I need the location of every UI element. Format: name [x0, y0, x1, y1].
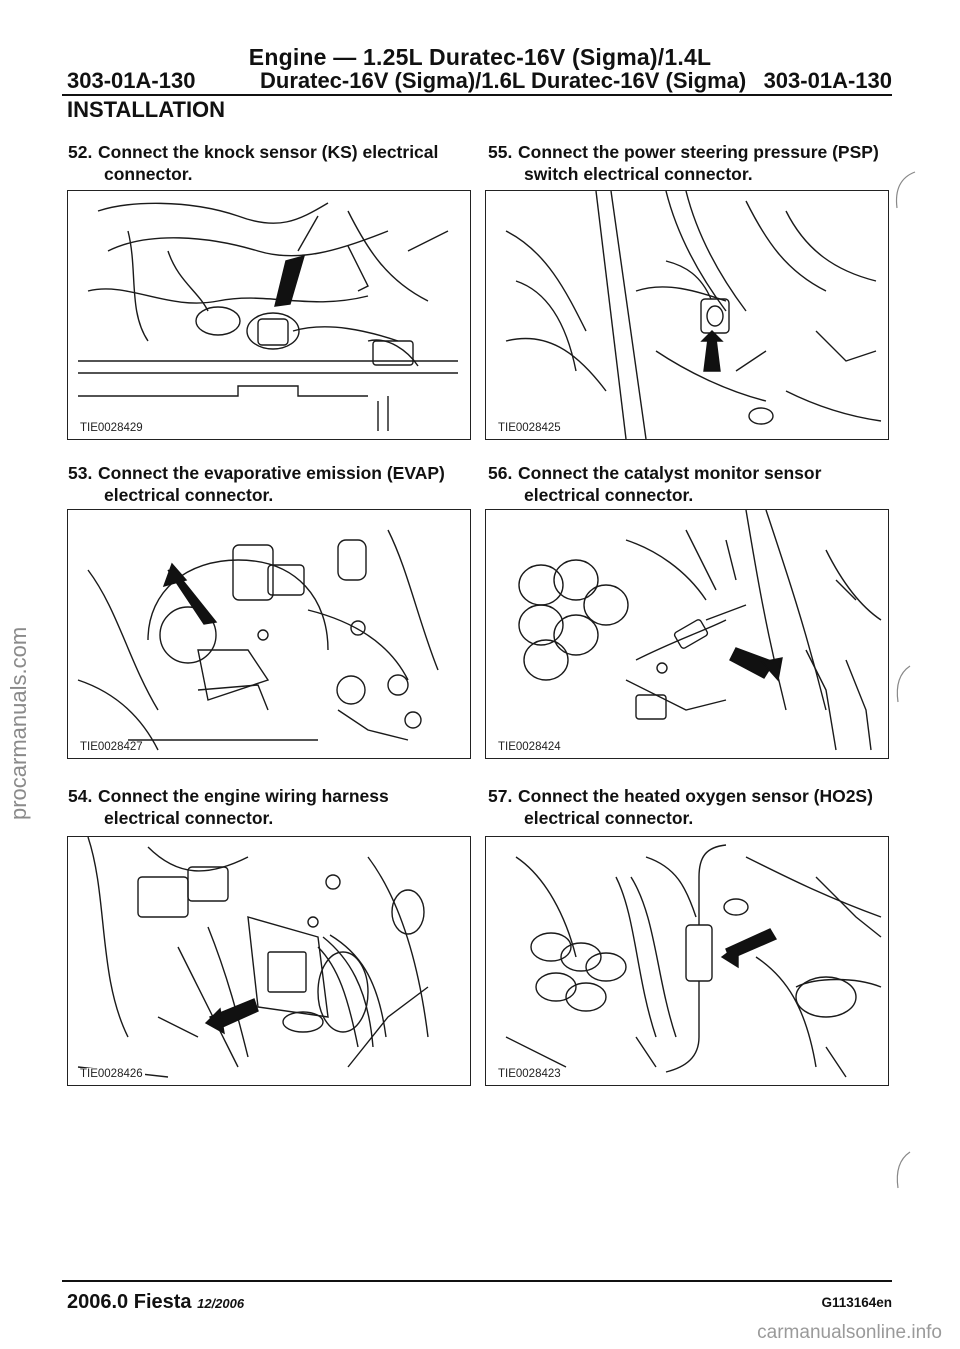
- step-number: 56.: [488, 463, 513, 483]
- step-number: 57.: [488, 786, 513, 806]
- figure-evap-connector: TIE0028427: [67, 509, 471, 759]
- step-text: Connect the catalyst monitor sensor: [518, 463, 822, 483]
- figure-id: TIE0028426: [78, 1068, 145, 1080]
- step-text-continued: electrical connector.: [524, 808, 694, 828]
- figure-id: TIE0028427: [78, 741, 145, 753]
- engine-line-drawing: [77, 837, 429, 1078]
- step-55: 55.Connect the power steering pressure (…: [488, 141, 898, 185]
- step-text: Connect the engine wiring harness: [98, 786, 389, 806]
- step-57: 57.Connect the heated oxygen sensor (HO2…: [488, 785, 898, 829]
- step-text: Connect the heated oxygen sensor (HO2S): [518, 786, 873, 806]
- footer-model-name: 2006.0 Fiesta: [67, 1291, 192, 1313]
- step-text: Connect the knock sensor (KS) electrical: [98, 142, 439, 162]
- figure-catalyst-monitor-sensor-connector: TIE0028424: [485, 509, 889, 759]
- pointer-arrow: [729, 647, 776, 679]
- pointer-arrow: [703, 338, 721, 372]
- scan-artifact-bracket: [896, 1151, 911, 1189]
- step-text: Connect the power steering pressure (PSP…: [518, 142, 879, 162]
- step-54: 54.Connect the engine wiring harness ele…: [68, 785, 478, 829]
- figure-knock-sensor-connector: TIE0028429: [67, 190, 471, 440]
- document-title-line1: Engine — 1.25L Duratec-16V (Sigma)/1.4L: [248, 44, 712, 70]
- figure-id: TIE0028429: [78, 422, 145, 434]
- page-number-right: 303-01A-130: [763, 68, 892, 93]
- step-number: 53.: [68, 463, 93, 483]
- step-text-continued: connector.: [104, 164, 193, 184]
- footer-model: 2006.0 Fiesta 12/2006: [67, 1291, 244, 1314]
- page-number-left: 303-01A-130: [67, 68, 196, 93]
- figure-id: TIE0028424: [496, 741, 563, 753]
- step-text: Connect the evaporative emission (EVAP): [98, 463, 445, 483]
- footer-date: 12/2006: [197, 1296, 245, 1311]
- engine-line-drawing: [518, 510, 882, 751]
- document-header-row: 303-01A-130 Duratec-16V (Sigma)/1.6L Dur…: [0, 68, 960, 96]
- header-divider: [62, 94, 892, 96]
- footer-watermark-site: carmanualsonline.info: [757, 1322, 942, 1343]
- figure-ho2s-connector: TIE0028423: [485, 836, 889, 1086]
- step-52: 52.Connect the knock sensor (KS) electri…: [68, 141, 478, 185]
- step-56: 56.Connect the catalyst monitor sensor e…: [488, 462, 898, 506]
- step-number: 52.: [68, 142, 93, 162]
- figure-id: TIE0028425: [496, 422, 563, 434]
- step-text-continued: electrical connector.: [104, 485, 274, 505]
- document-title-line2: Duratec-16V (Sigma)/1.6L Duratec-16V (Si…: [260, 68, 747, 93]
- engine-line-drawing: [505, 844, 882, 1078]
- step-text-continued: electrical connector.: [104, 808, 274, 828]
- step-number: 55.: [488, 142, 513, 162]
- scan-artifact-bracket: [896, 665, 911, 703]
- watermark-left: procarmanuals.com: [6, 626, 31, 820]
- step-53: 53.Connect the evaporative emission (EVA…: [68, 462, 478, 506]
- section-title: INSTALLATION: [67, 97, 226, 122]
- step-number: 54.: [68, 786, 93, 806]
- step-text-continued: electrical connector.: [524, 485, 694, 505]
- engine-line-drawing: [78, 202, 458, 431]
- figure-id: TIE0028423: [496, 1068, 563, 1080]
- footer-code: G113164en: [821, 1295, 892, 1310]
- footer-divider: [62, 1280, 892, 1282]
- figure-engine-wiring-harness-connector: TIE0028426: [67, 836, 471, 1086]
- scan-artifact-bracket: [895, 171, 916, 209]
- engine-line-drawing: [77, 529, 439, 751]
- pointer-arrow: [274, 254, 306, 307]
- engine-line-drawing: [505, 191, 882, 439]
- step-text-continued: switch electrical connector.: [524, 164, 753, 184]
- figure-psp-switch-connector: TIE0028425: [485, 190, 889, 440]
